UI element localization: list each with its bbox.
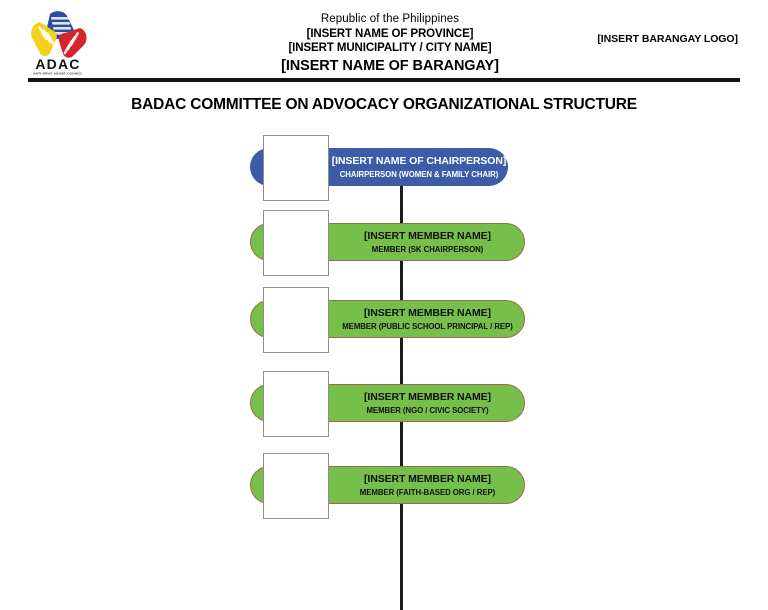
adac-acronym: ADAC <box>35 56 80 72</box>
org-node-photo-placeholder[interactable] <box>263 371 329 437</box>
org-node-photo-placeholder[interactable] <box>263 287 329 353</box>
adac-tagline: ANTI-DRUG ABUSE COUNCIL <box>33 72 83 76</box>
org-chart: [INSERT NAME OF CHAIRPERSON] CHAIRPERSON… <box>0 130 768 610</box>
org-node-photo-placeholder[interactable] <box>263 135 329 201</box>
barangay-logo-placeholder: [INSERT BARANGAY LOGO] <box>597 33 738 45</box>
header-agency-block: Republic of the Philippines [INSERT NAME… <box>200 12 580 76</box>
header-divider-rule <box>28 78 740 82</box>
org-node-name: [INSERT NAME OF CHAIRPERSON] <box>331 154 507 167</box>
org-node-photo-placeholder[interactable] <box>263 453 329 519</box>
org-node-member-2: [INSERT MEMBER NAME] MEMBER (PUBLIC SCHO… <box>0 282 768 357</box>
org-node-role: MEMBER (PUBLIC SCHOOL PRINCIPAL / REP) <box>342 322 513 332</box>
red-hand-icon <box>58 28 87 58</box>
org-node-name: [INSERT MEMBER NAME] <box>364 390 491 403</box>
org-node-member-4: [INSERT MEMBER NAME] MEMBER (FAITH-BASED… <box>0 448 768 523</box>
header-barangay-line: [INSERT NAME OF BARANGAY] <box>281 58 499 75</box>
org-node-role: MEMBER (FAITH-BASED ORG / REP) <box>359 488 496 498</box>
page-header: ADAC ANTI-DRUG ABUSE COUNCIL Republic of… <box>0 0 768 82</box>
org-node-name: [INSERT MEMBER NAME] <box>364 229 491 242</box>
org-node-role: CHAIRPERSON (WOMEN & FAMILY CHAIR) <box>339 170 499 180</box>
header-republic-line: Republic of the Philippines <box>320 13 460 25</box>
header-province-line: [INSERT NAME OF PROVINCE] <box>306 27 474 40</box>
org-node-photo-placeholder[interactable] <box>263 210 329 276</box>
header-municipality-line: [INSERT MUNICIPALITY / CITY NAME] <box>288 42 492 55</box>
org-node-role: MEMBER (NGO / CIVIC SOCIETY) <box>366 406 489 416</box>
page-title: BADAC COMMITTEE ON ADVOCACY ORGANIZATION… <box>131 96 637 113</box>
adac-logo: ADAC ANTI-DRUG ABUSE COUNCIL <box>20 8 96 76</box>
org-node-banner[interactable]: [INSERT MEMBER NAME] MEMBER (NGO / CIVIC… <box>250 384 525 422</box>
org-node-role: MEMBER (SK CHAIRPERSON) <box>371 245 484 255</box>
org-node-member-1: [INSERT MEMBER NAME] MEMBER (SK CHAIRPER… <box>0 205 768 280</box>
org-node-name: [INSERT MEMBER NAME] <box>364 472 491 485</box>
org-node-chairperson: [INSERT NAME OF CHAIRPERSON] CHAIRPERSON… <box>0 130 768 205</box>
org-node-member-3: [INSERT MEMBER NAME] MEMBER (NGO / CIVIC… <box>0 366 768 441</box>
yellow-hand-icon <box>31 22 57 56</box>
org-node-name: [INSERT MEMBER NAME] <box>364 306 491 319</box>
